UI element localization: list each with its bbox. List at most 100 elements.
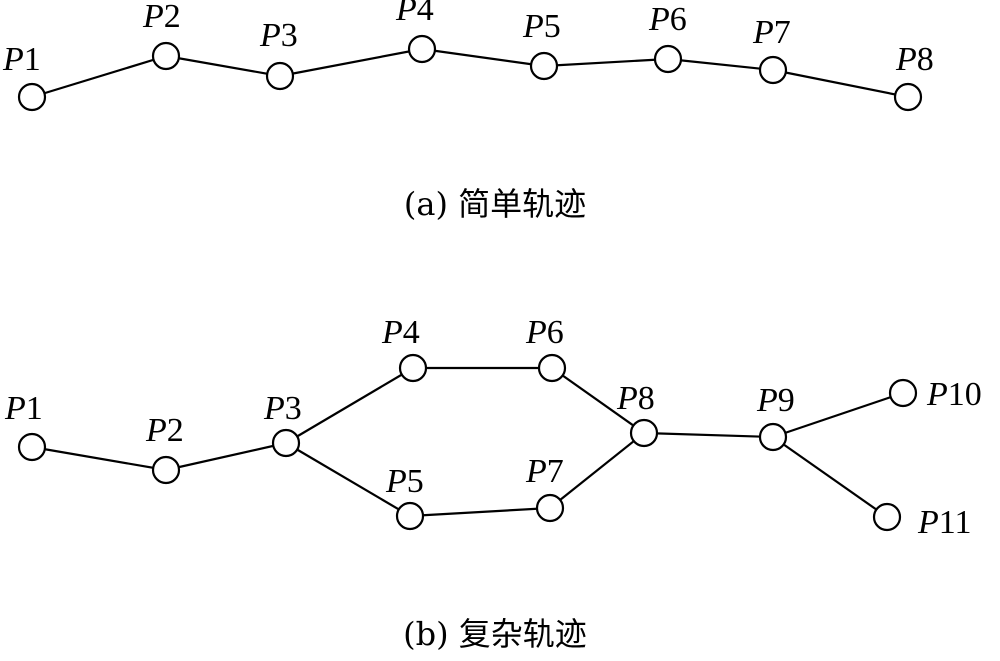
node-label-p2: P2 xyxy=(145,412,184,449)
edge-p9-p10 xyxy=(772,391,904,439)
node-label-p7: P7 xyxy=(752,14,791,51)
node-label-p5: P5 xyxy=(522,8,561,45)
edge-p1-p2 xyxy=(31,445,167,472)
node-label-number: 1 xyxy=(24,41,41,78)
node-label-number: 2 xyxy=(164,0,181,35)
node-label-prefix: P xyxy=(395,0,417,28)
node-label-p8: P8 xyxy=(616,380,655,417)
node-label-p8: P8 xyxy=(895,41,934,78)
node-label-prefix: P xyxy=(381,314,403,351)
edge-p3-p4 xyxy=(285,367,414,444)
edge-p4-p5 xyxy=(421,47,545,68)
node-label-number: 5 xyxy=(544,8,561,45)
caption-complex-trajectory: (b) 复杂轨迹 xyxy=(403,615,587,653)
node-p6 xyxy=(537,353,567,383)
node-p7 xyxy=(758,55,788,85)
node-label-prefix: P xyxy=(2,41,24,78)
node-label-prefix: P xyxy=(917,504,939,541)
node-label-number: 8 xyxy=(638,380,655,417)
node-label-p7: P7 xyxy=(525,453,564,490)
node-label-p5: P5 xyxy=(385,463,424,500)
edge-p6-p8 xyxy=(551,367,645,434)
node-label-p3: P3 xyxy=(263,390,302,427)
node-label-p10: P10 xyxy=(926,376,982,413)
node-label-p6: P6 xyxy=(525,314,564,351)
node-p9 xyxy=(758,422,788,452)
node-p1 xyxy=(17,432,47,462)
node-label-number: 5 xyxy=(407,463,424,500)
node-label-prefix: P xyxy=(142,0,164,35)
node-label-prefix: P xyxy=(522,8,544,45)
node-p5 xyxy=(529,51,559,81)
node-label-number: 7 xyxy=(547,453,564,490)
node-label-prefix: P xyxy=(259,17,281,54)
node-label-prefix: P xyxy=(926,376,948,413)
node-label-p4: P4 xyxy=(381,314,420,351)
node-label-prefix: P xyxy=(752,14,774,51)
node-p8 xyxy=(629,418,659,448)
node-label-number: 2 xyxy=(167,412,184,449)
node-label-prefix: P xyxy=(385,463,407,500)
node-label-number: 4 xyxy=(403,314,420,351)
simple-trajectory-edges xyxy=(31,47,909,99)
node-label-p1: P1 xyxy=(4,390,43,427)
edge-p3-p5 xyxy=(285,442,411,517)
caption-simple-trajectory: (a) 简单轨迹 xyxy=(404,185,586,223)
node-label-number: 4 xyxy=(417,0,434,28)
node-p7 xyxy=(535,493,565,523)
node-p6 xyxy=(653,44,683,74)
node-label-prefix: P xyxy=(756,382,778,419)
node-p4 xyxy=(407,34,437,64)
edge-p2-p3 xyxy=(165,54,281,78)
node-label-number: 7 xyxy=(774,14,791,51)
edge-p1-p2 xyxy=(31,54,167,99)
node-label-number: 3 xyxy=(281,17,298,54)
edge-p3-p4 xyxy=(279,47,423,78)
node-p5 xyxy=(395,501,425,531)
node-label-p6: P6 xyxy=(648,1,687,38)
complex-trajectory-edges xyxy=(31,366,904,518)
node-p4 xyxy=(398,353,428,383)
node-label-number: 8 xyxy=(917,41,934,78)
edge-p2-p3 xyxy=(165,441,287,472)
node-label-number: 6 xyxy=(670,1,687,38)
node-label-prefix: P xyxy=(263,390,285,427)
edge-p9-p11 xyxy=(772,436,888,518)
edge-p5-p6 xyxy=(543,57,669,68)
node-label-number: 3 xyxy=(285,390,302,427)
complex-trajectory-nodes xyxy=(17,353,918,532)
node-label-prefix: P xyxy=(616,380,638,417)
node-label-number: 9 xyxy=(778,382,795,419)
node-label-p2: P2 xyxy=(142,0,181,35)
node-p2 xyxy=(151,41,181,71)
node-label-number: 10 xyxy=(948,376,982,413)
node-label-prefix: P xyxy=(4,390,26,427)
node-label-p4: P4 xyxy=(395,0,434,28)
node-p8 xyxy=(893,82,923,112)
node-label-number: 6 xyxy=(547,314,564,351)
node-label-p9: P9 xyxy=(756,382,795,419)
edge-p7-p8 xyxy=(549,432,645,509)
node-p1 xyxy=(17,82,47,112)
node-label-prefix: P xyxy=(145,412,167,449)
node-label-prefix: P xyxy=(525,453,547,490)
node-p3 xyxy=(271,428,301,458)
node-label-number: 1 xyxy=(26,390,43,427)
node-label-p3: P3 xyxy=(259,17,298,54)
node-p11 xyxy=(872,502,902,532)
simple-trajectory-nodes xyxy=(17,34,923,112)
node-p3 xyxy=(265,61,295,91)
edge-p7-p8 xyxy=(772,68,909,99)
node-p10 xyxy=(888,378,918,408)
node-label-p11: P11 xyxy=(917,504,972,541)
node-label-prefix: P xyxy=(648,1,670,38)
node-label-number: 11 xyxy=(939,504,972,541)
edge-p6-p7 xyxy=(667,57,774,72)
node-label-prefix: P xyxy=(895,41,917,78)
node-label-p1: P1 xyxy=(2,41,41,78)
